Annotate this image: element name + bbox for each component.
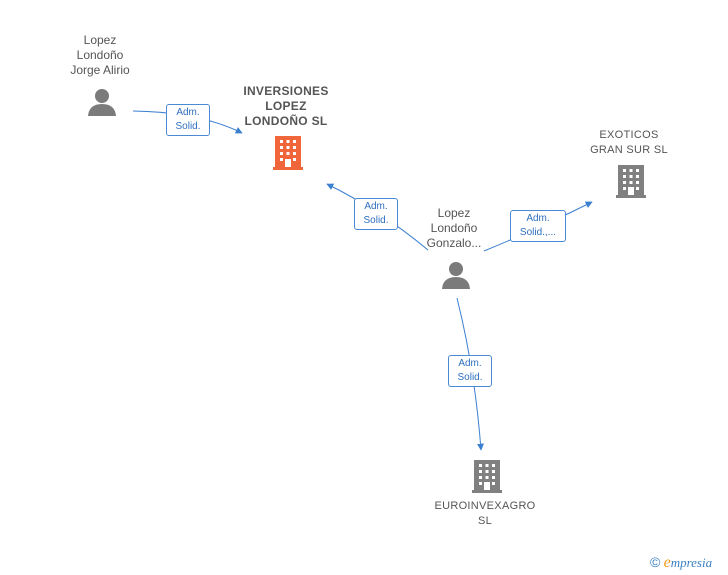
edge-label-gonzalo-exoticos: Adm. Solid.,... (510, 210, 566, 242)
person-icon[interactable] (442, 262, 470, 289)
edge-label-gonzalo-euroinvexagro: Adm. Solid. (448, 355, 492, 387)
brand-initial: e (663, 554, 671, 571)
edge-label-gonzalo-inversiones: Adm. Solid. (354, 198, 398, 230)
copyright-symbol: © (650, 554, 661, 570)
building-icon[interactable] (616, 165, 646, 198)
edge-label-jorge-inversiones: Adm. Solid. (166, 104, 210, 136)
node-label-gonzalo[interactable]: Lopez Londoño Gonzalo... (426, 206, 482, 250)
node-label-jorge[interactable]: Lopez Londoño Jorge Alirio (70, 33, 130, 77)
node-label-inversiones[interactable]: INVERSIONES LOPEZ LONDOÑO SL (243, 84, 329, 128)
brand-name: mpresia (670, 555, 713, 570)
building-icon[interactable] (472, 460, 502, 493)
empresia-watermark: © empresia (650, 554, 712, 572)
node-label-exoticos[interactable]: EXOTICOS GRAN SUR SL (590, 129, 668, 156)
node-label-euroinvexagro[interactable]: EUROINVEXAGRO SL (434, 500, 536, 527)
building-icon[interactable] (273, 136, 303, 170)
person-icon[interactable] (88, 89, 116, 116)
